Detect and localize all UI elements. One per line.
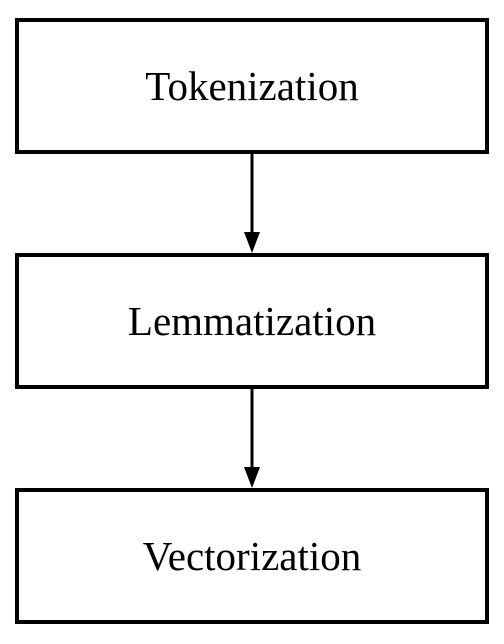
- arrow-lemmatization-to-vectorization: [244, 389, 260, 488]
- arrow-tokenization-to-lemmatization: [244, 154, 260, 253]
- step-label-lemmatization: Lemmatization: [127, 298, 377, 344]
- step-box-tokenization: Tokenization: [15, 18, 489, 154]
- step-box-lemmatization: Lemmatization: [15, 253, 489, 389]
- step-box-vectorization: Vectorization: [15, 488, 489, 624]
- step-label-vectorization: Vectorization: [142, 533, 362, 579]
- step-label-tokenization: Tokenization: [145, 63, 359, 109]
